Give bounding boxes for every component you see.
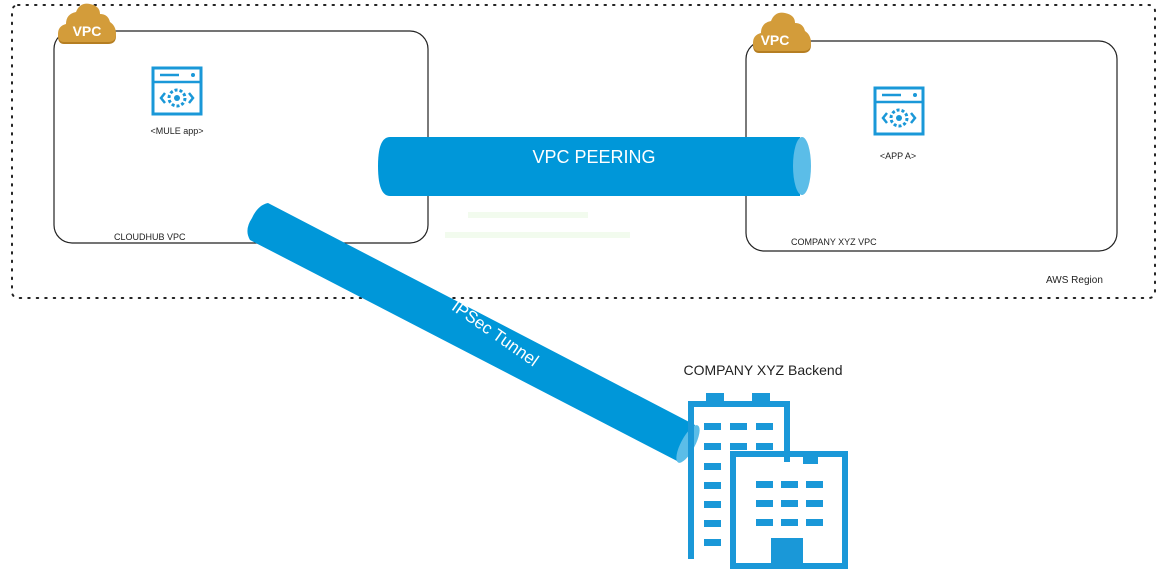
company-vpc-label: COMPANY XYZ VPC (791, 237, 877, 247)
vpc-peering-label: VPC PEERING (532, 147, 655, 167)
svg-text:VPC: VPC (73, 23, 102, 39)
backend-label: COMPANY XYZ Backend (684, 362, 843, 378)
aws-region-boundary (11, 4, 1156, 299)
app-server-icon (873, 86, 925, 136)
cloudhub-vpc-label: CLOUDHUB VPC (114, 232, 186, 242)
ipsec-tunnel: IPSec Tunnel (247, 203, 700, 463)
vpc-cloud-icon: VPC (753, 12, 811, 53)
app-server-icon (151, 66, 203, 116)
vpc-cloud-icon: VPC (58, 3, 116, 44)
aws-region-label: AWS Region (1046, 275, 1103, 286)
building-icon (688, 393, 848, 569)
mule-app-label: <MULE app> (150, 126, 203, 136)
vpc-peering-tube: VPC PEERING (378, 137, 811, 196)
app-a-label: <APP A> (880, 151, 916, 161)
cloudhub-vpc-box (53, 30, 429, 244)
svg-text:VPC: VPC (761, 32, 790, 48)
faint-annotation (468, 212, 588, 218)
faint-annotation (445, 232, 630, 238)
